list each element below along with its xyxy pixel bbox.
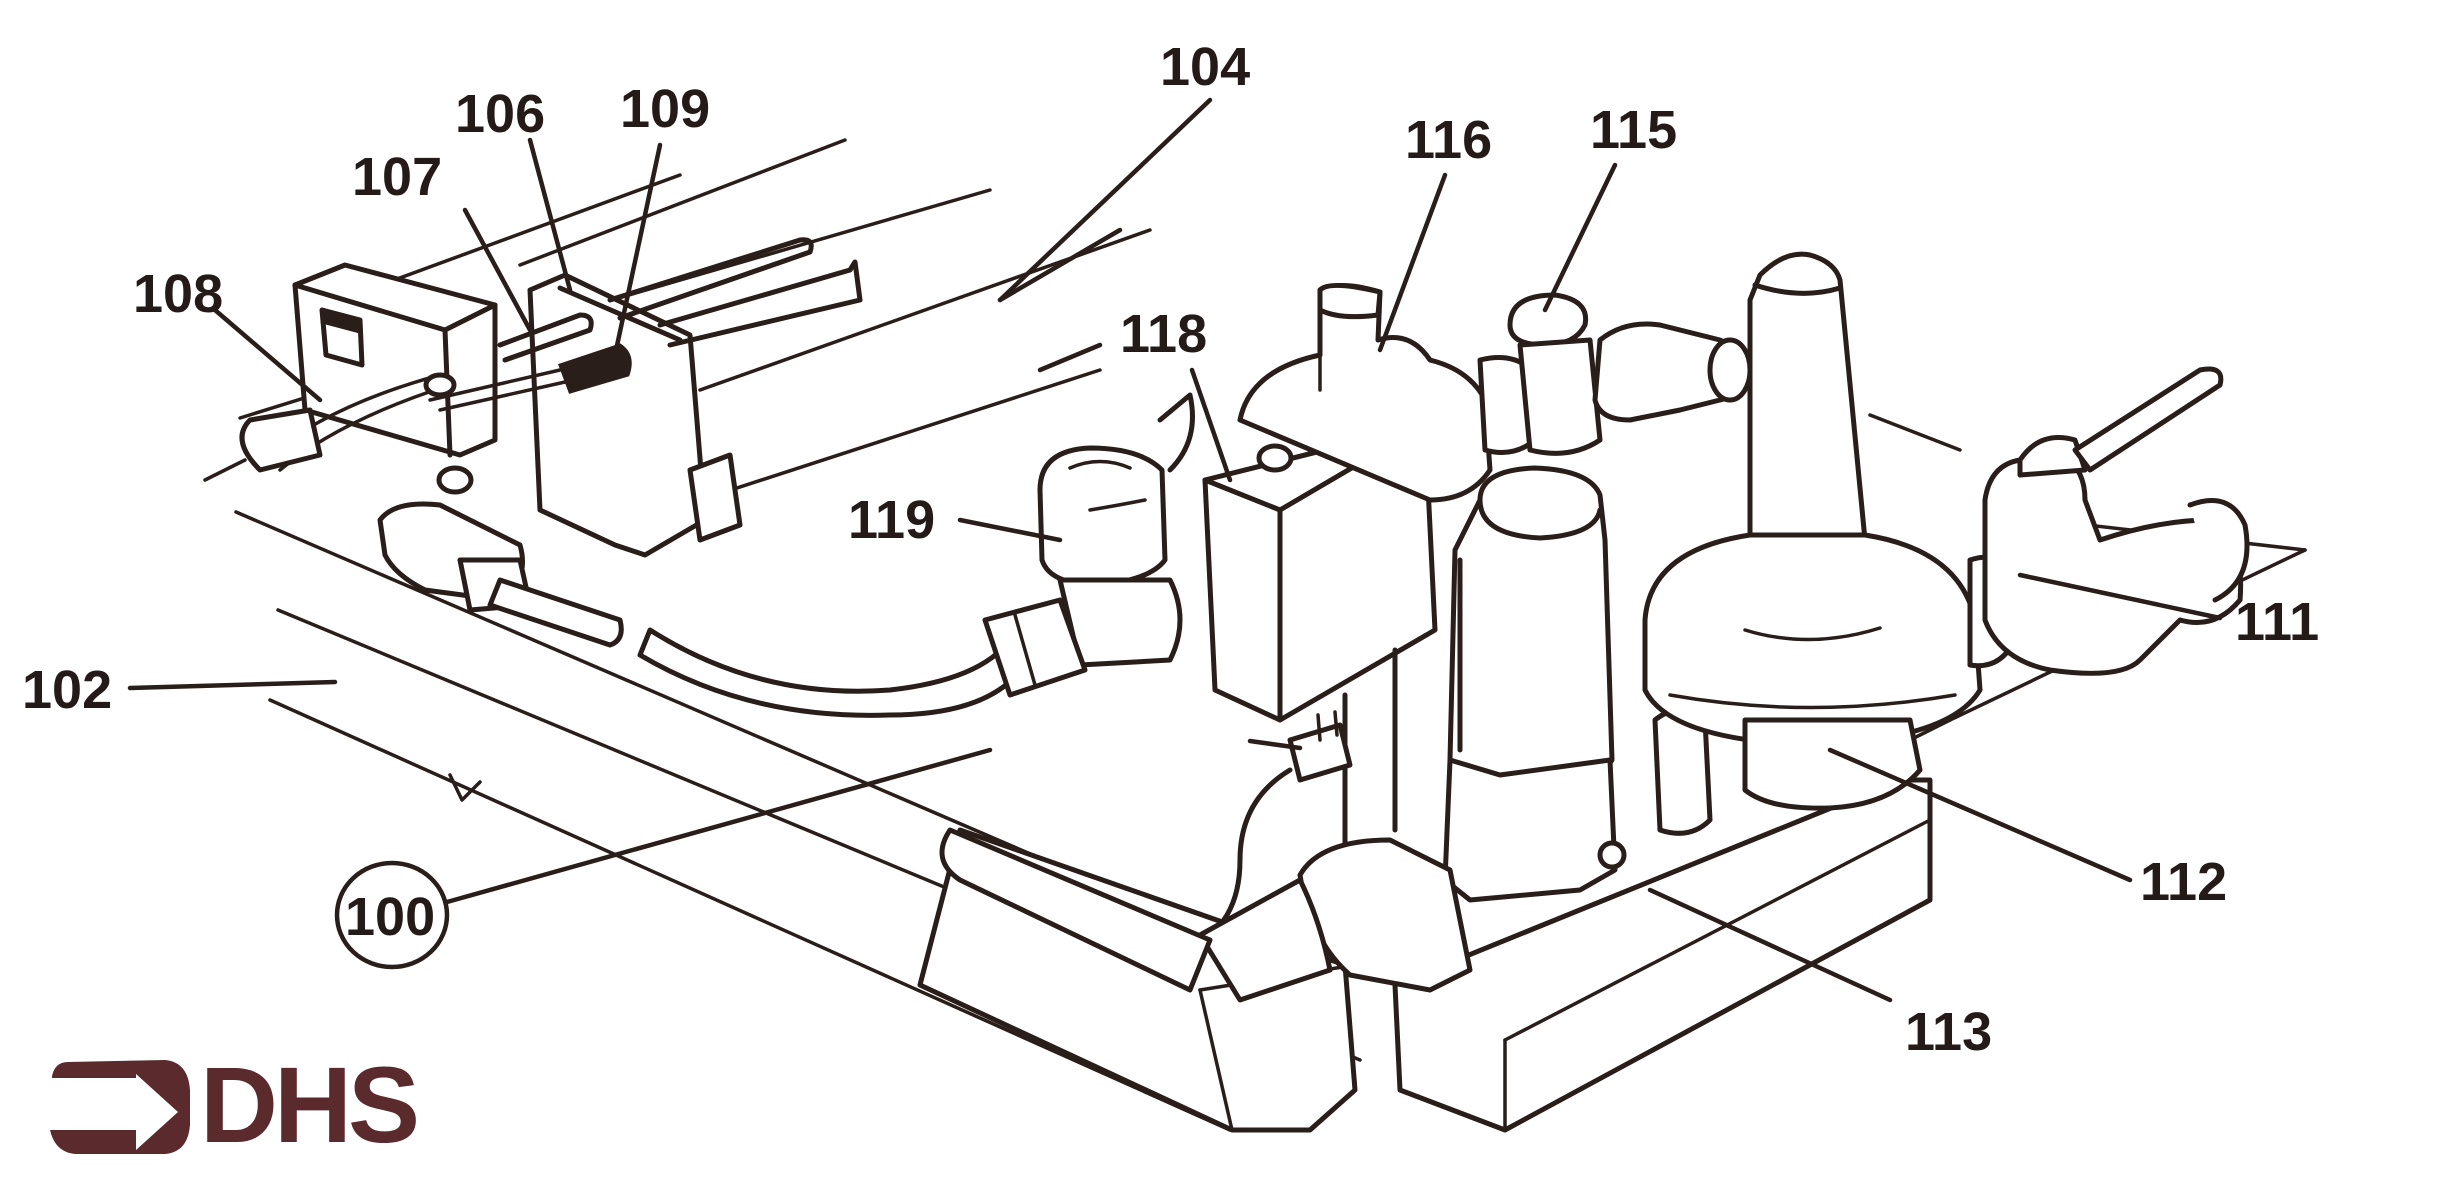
- solenoid-valve-118: [982, 392, 1195, 698]
- label-104: 104: [1160, 37, 1250, 97]
- logo-text: DHS: [200, 1044, 416, 1165]
- label-106: 106: [455, 84, 545, 144]
- pipe-section: [939, 827, 1333, 1003]
- pressure-regulator-112: [1642, 251, 2018, 811]
- valve-115: [1237, 283, 1548, 503]
- dhs-logo: DHS: [50, 1044, 420, 1165]
- solenoid-valve-113: [1297, 465, 1713, 993]
- leader-lines: [127, 97, 2223, 1003]
- arrow-right-bracket-icon: [50, 1060, 190, 1154]
- label-108: 108: [133, 264, 223, 324]
- label-113: 113: [1905, 1002, 1992, 1062]
- label-118: 119: [848, 490, 935, 550]
- label-109: 109: [620, 79, 710, 139]
- control-box-116: [1202, 405, 1438, 863]
- tee-fitting-114: [1507, 292, 1753, 456]
- label-114: 115: [1590, 100, 1677, 160]
- connector-119: [1207, 710, 1353, 938]
- label-107: 107: [352, 147, 442, 207]
- label-100: 100: [345, 887, 435, 947]
- pilot-burner-assembly: [203, 138, 1152, 718]
- label-102: 102: [22, 660, 112, 720]
- label-112: 112: [2140, 852, 2227, 912]
- label-116: 118: [1120, 304, 1207, 364]
- ball-valve-111: [1982, 366, 2250, 676]
- label-111: 111: [2235, 592, 2319, 652]
- label-100-circle: [334, 860, 450, 970]
- reference-labels: 104 106 109 107 108 116 115 118 119 102 …: [22, 37, 2319, 1062]
- label-115: 116: [1405, 110, 1492, 170]
